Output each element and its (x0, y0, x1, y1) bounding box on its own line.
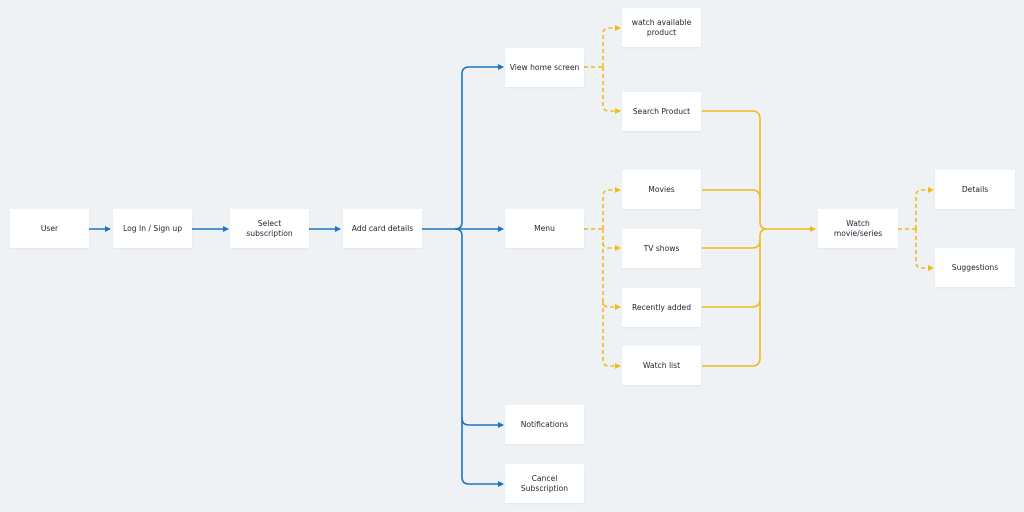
arrow-to-tv-shows (602, 229, 621, 251)
node-add-card-details: Add card details (343, 209, 422, 248)
connector-search-to-watch (702, 110, 768, 230)
node-select-subscription: Select subscription (230, 209, 309, 248)
arrow-to-details (915, 187, 934, 229)
node-login: Log In / Sign up (113, 209, 192, 248)
node-details: Details (935, 170, 1015, 209)
arrow-to-suggestions (915, 229, 934, 271)
node-recently-added: Recently added (622, 288, 701, 327)
connector-movies-to-watch (702, 189, 761, 199)
node-search-product: Search Product (622, 92, 701, 131)
arrow-to-notifications (454, 228, 504, 428)
node-user: User (10, 209, 89, 248)
node-movies: Movies (622, 170, 701, 209)
arrow-to-search-product (602, 67, 621, 114)
node-notifications: Notifications (505, 405, 584, 444)
arrow-to-cancel-subscription (461, 418, 504, 487)
node-menu: Menu (505, 209, 584, 248)
arrow-to-recently-added (602, 242, 621, 310)
node-view-home-screen: View home screen (505, 48, 584, 87)
node-cancel-subscription: Cancel Subscription (505, 464, 584, 503)
connector-tv-to-watch (702, 239, 761, 249)
node-suggestions: Suggestions (935, 248, 1015, 287)
arrow-to-movies (602, 187, 621, 229)
node-tv-shows: TV shows (622, 229, 701, 268)
node-watch-list: Watch list (622, 346, 701, 385)
connector-watchlist-to-watch (702, 228, 768, 367)
arrow-to-watch-available (602, 25, 621, 67)
node-watch-available-product: watch available product (622, 8, 701, 47)
node-watch-movie-series: Watch movie/series (818, 209, 898, 248)
connector-recent-to-watch (702, 298, 761, 308)
arrow-to-watch-list (602, 301, 621, 369)
arrow-to-view-home (454, 64, 504, 230)
